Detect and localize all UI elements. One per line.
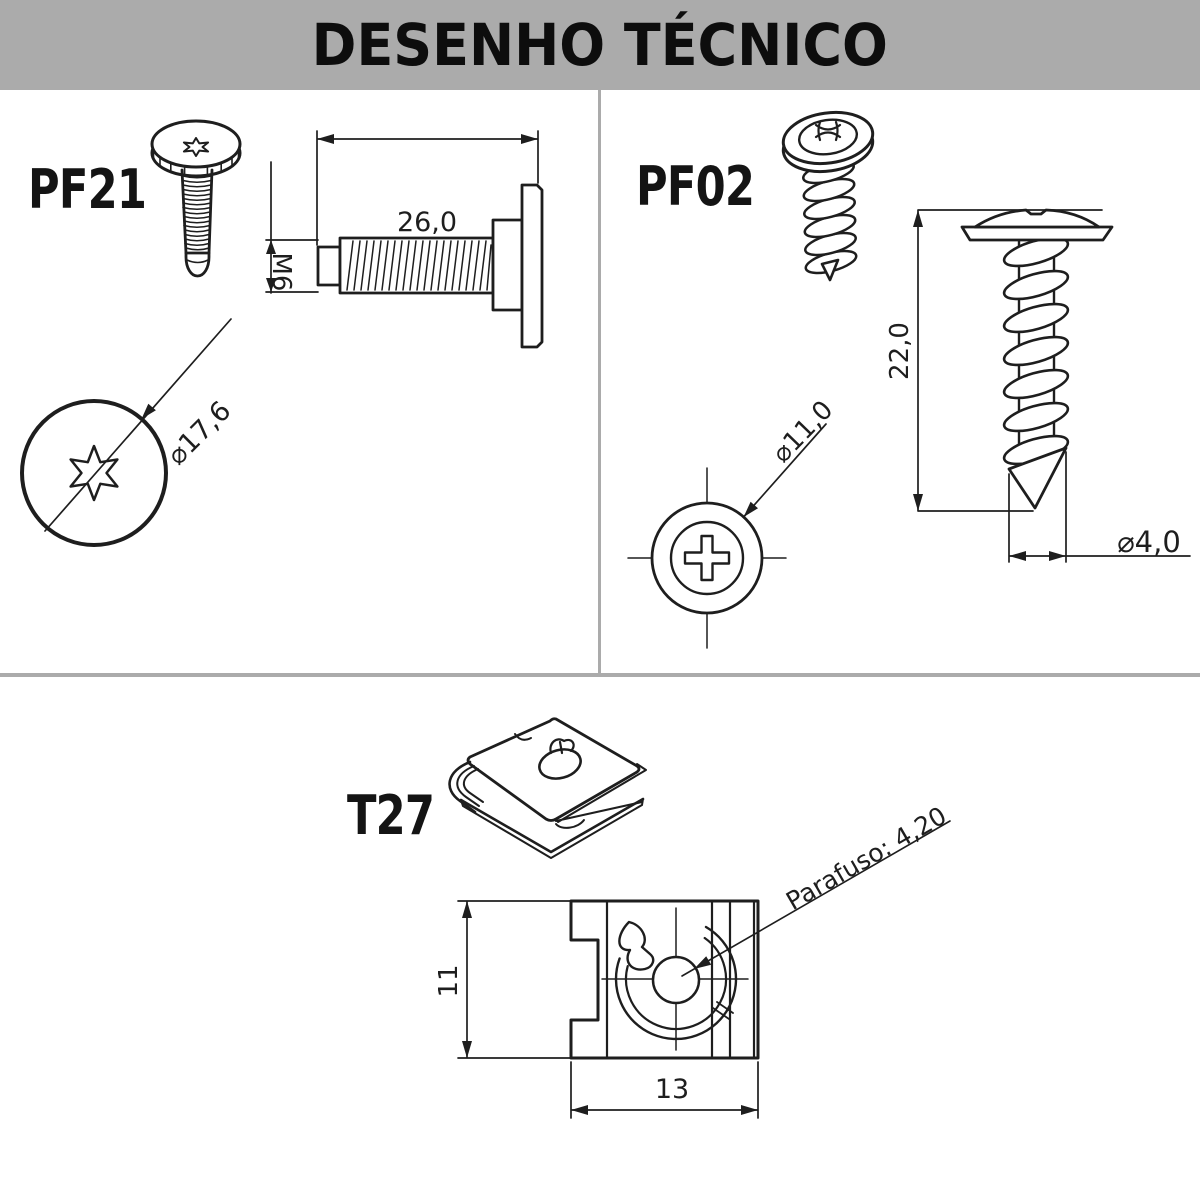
pf02-dim-shaft [1008,451,1191,563]
header-bar: DESENHO TÉCNICO [0,0,1200,90]
pf02-3d-view [781,110,875,282]
pf02-shaft-diameter-value: ⌀4,0 [1117,525,1181,559]
pf21-drawing [20,119,544,547]
t27-3d-view [448,717,647,859]
t27-label: T27 [347,784,435,847]
pf21-top-view [20,318,232,547]
pf21-label: PF21 [28,158,147,221]
t27-dim-height [457,900,572,1059]
pf21-thread-value: M6 [266,252,296,292]
pf02-drawing [627,110,1191,649]
t27-height-value: 11 [434,964,464,998]
t27-dim-width [570,1061,759,1119]
pf21-3d-view [150,119,242,278]
pf21-dim-thread [265,161,319,294]
t27-drawing [448,717,951,1119]
pf21-dim-length [316,130,539,246]
pf02-side-view [960,208,1114,510]
pf21-length-value: 26,0 [396,206,458,238]
vertical-divider [598,90,601,676]
t27-top-view [569,899,760,1060]
t27-leader-screw-size [681,820,951,977]
pf21-side-view [316,183,544,349]
page-title: DESENHO TÉCNICO [311,11,889,79]
pf02-top-view [627,423,827,649]
pf02-length-value: 22,0 [885,322,915,380]
pf02-label: PF02 [636,155,755,218]
pf02-dim-length [913,209,1103,512]
t27-width-value: 13 [654,1073,690,1105]
horizontal-divider [0,673,1200,677]
